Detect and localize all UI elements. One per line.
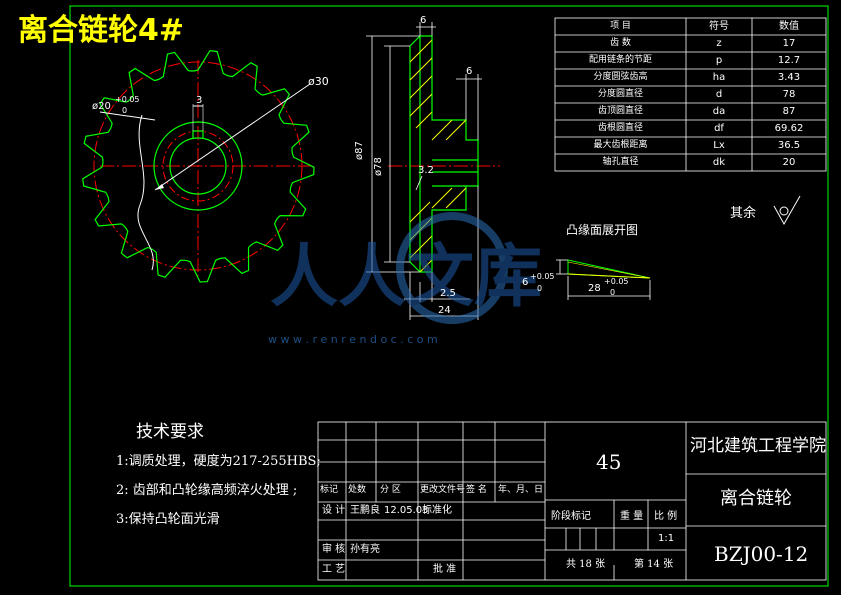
bore-tol-upper: +0.05 bbox=[115, 95, 140, 104]
revision-header-cell: 分 区 bbox=[380, 485, 401, 495]
param-table-cell: 3.43 bbox=[777, 72, 801, 83]
keyway-outline bbox=[192, 130, 204, 138]
designer-label: 设 计 bbox=[322, 505, 346, 516]
school-name: 河北建筑工程学院 bbox=[690, 436, 826, 456]
param-table-cell: z bbox=[716, 38, 722, 49]
material: 45 bbox=[596, 450, 622, 474]
param-table-cell: Lx bbox=[713, 140, 725, 151]
boss-height-lower: 0 bbox=[537, 284, 543, 293]
dia-78-dim: ø78 bbox=[373, 157, 384, 176]
hub-dia-dim: ø30 bbox=[308, 75, 329, 88]
param-table-cell: 69.62 bbox=[774, 123, 804, 134]
process-label: 工 艺 bbox=[322, 564, 346, 575]
sheet-number: 第 14 张 bbox=[634, 559, 674, 570]
revision-header-cell: 标记 bbox=[320, 485, 339, 495]
boss-height: 6 bbox=[522, 277, 529, 288]
watermark-url: w w w . r e n r e n d o c . c o m bbox=[268, 333, 438, 346]
scale-label: 比 例 bbox=[654, 511, 678, 522]
roughness-symbol bbox=[773, 195, 801, 226]
param-table-cell: 齿 数 bbox=[610, 38, 631, 48]
param-table-cell: 齿顶圆直径 bbox=[597, 106, 643, 116]
hub-length-dim: 24 bbox=[438, 305, 451, 316]
right-width-dim: 6 bbox=[466, 66, 473, 77]
bore-circle bbox=[169, 137, 227, 195]
param-table-cell: 78 bbox=[782, 89, 796, 100]
hub-dia-leader bbox=[154, 83, 311, 191]
param-table-cell: 最大齿根距离 bbox=[593, 140, 648, 150]
watermark-name: 人人文库 bbox=[270, 237, 542, 317]
approve-label: 批 准 bbox=[433, 564, 457, 575]
param-table-cell: df bbox=[714, 123, 724, 134]
weight-label: 重 量 bbox=[620, 511, 644, 522]
param-table-cell: 12.7 bbox=[777, 55, 801, 66]
param-table-cell: 轴孔直径 bbox=[602, 157, 639, 167]
param-table-cell: p bbox=[715, 55, 723, 66]
param-table-cell: 36.5 bbox=[777, 140, 801, 151]
param-table-cell: d bbox=[715, 89, 723, 100]
param-table-header: 符号 bbox=[709, 21, 729, 32]
boss-title: 凸缘面展开图 bbox=[566, 223, 639, 237]
sprocket-front-view bbox=[82, 49, 315, 283]
revision-header-cell: 更改文件号 bbox=[420, 485, 466, 495]
watermark-logo: 人人文库 bbox=[270, 212, 542, 324]
boss-length: 28 bbox=[588, 283, 601, 294]
sheet-count: 共 18 张 bbox=[566, 559, 606, 570]
param-table-cell: da bbox=[712, 106, 726, 117]
boss-length-upper: +0.05 bbox=[604, 277, 629, 286]
param-table-cell: 分度圆直径 bbox=[597, 89, 643, 99]
review-label: 审 核 bbox=[322, 544, 346, 555]
tech-item: 1:调质处理，硬度为217-255HBS; bbox=[116, 454, 321, 469]
boss-height-upper: +0.05 bbox=[530, 272, 555, 281]
boss-length-lower: 0 bbox=[610, 288, 616, 297]
reviewer-name: 孙有亮 bbox=[350, 544, 380, 555]
param-table-cell: 87 bbox=[782, 106, 796, 117]
param-table-cell: dk bbox=[712, 157, 726, 168]
param-table-cell: 齿根圆直径 bbox=[597, 123, 643, 133]
param-table-cell: 20 bbox=[782, 157, 796, 168]
part-name: 离合链轮 bbox=[720, 488, 792, 509]
drawing-title: 离合链轮4# bbox=[18, 13, 185, 48]
bore-leader bbox=[99, 111, 156, 121]
stage-label: 阶段标记 bbox=[551, 511, 591, 522]
design-date: 12.05.03 bbox=[384, 505, 429, 516]
tech-item: 3:保持凸轮面光滑 bbox=[116, 512, 220, 527]
designer-name: 王鹏良 bbox=[350, 505, 380, 516]
param-table-grid bbox=[554, 17, 827, 172]
roughness-label: 其余 bbox=[730, 206, 757, 221]
drawing-number: BZJ00-12 bbox=[714, 542, 809, 566]
param-table-cell: 配用链条的节距 bbox=[588, 55, 652, 65]
standard-label: 标准化 bbox=[422, 505, 452, 516]
hub-outer-circle bbox=[153, 121, 243, 211]
top-width-dim: 6 bbox=[420, 15, 427, 26]
tooth-width-dim: 2.5 bbox=[440, 288, 456, 299]
revision-header-cell: 处数 bbox=[348, 485, 367, 495]
revision-header-cell: 年、月、日 bbox=[498, 485, 544, 495]
bore-tol-lower: 0 bbox=[122, 106, 128, 115]
pitch-circle bbox=[93, 61, 303, 271]
drawing-frame bbox=[69, 5, 829, 587]
param-table-header: 数值 bbox=[779, 21, 799, 32]
keyway-dim: 3 bbox=[196, 95, 203, 106]
section-dimensions bbox=[366, 22, 482, 320]
section-hatching bbox=[409, 39, 467, 273]
sprocket-section-view bbox=[388, 35, 500, 273]
teeth-outline bbox=[82, 49, 315, 283]
bore-dim: ø20 bbox=[92, 101, 111, 112]
tech-item: 2: 齿部和凸轮缘高频淬火处理 ; bbox=[116, 483, 298, 498]
dia-87-dim: ø87 bbox=[354, 141, 365, 160]
param-table-cell: 分度圆弦齿高 bbox=[593, 72, 648, 82]
chamfer-dim: 3.2 bbox=[418, 165, 434, 176]
param-table-cell: ha bbox=[712, 72, 726, 83]
title-block-grid bbox=[317, 421, 827, 581]
param-table-cell: 17 bbox=[782, 38, 796, 49]
revision-header-cell: 签 名 bbox=[466, 485, 487, 495]
scale-value: 1:1 bbox=[658, 533, 675, 544]
tech-heading: 技术要求 bbox=[136, 422, 204, 442]
boss-development bbox=[556, 259, 651, 300]
break-line bbox=[137, 114, 154, 271]
param-table-header: 项 目 bbox=[610, 21, 631, 31]
